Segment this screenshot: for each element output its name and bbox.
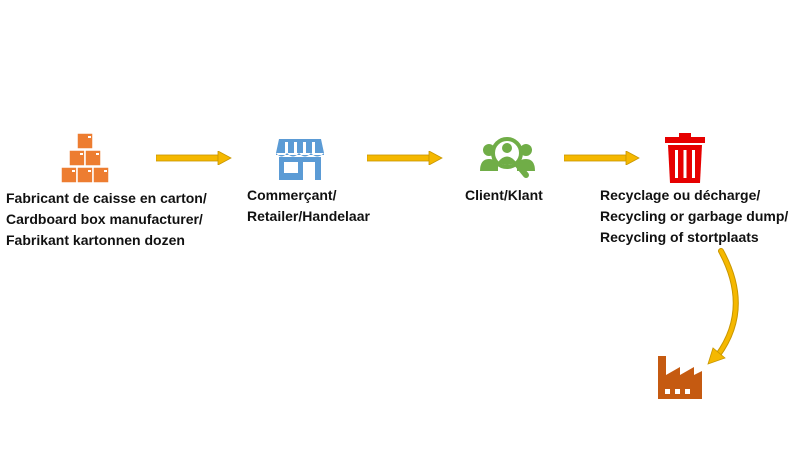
node-label-line: Recyclage ou décharge/ (600, 187, 761, 203)
flow-arrow (564, 151, 640, 165)
node-label-line: Retailer/Handelaar (247, 208, 370, 224)
client-search-icon (480, 135, 535, 181)
store-icon (275, 137, 325, 181)
node-label-line: Client/Klant (465, 187, 543, 203)
flow-arrow (156, 151, 232, 165)
curved-flow-arrow (707, 248, 739, 365)
factory-icon (655, 353, 705, 400)
node-label-line: Cardboard box manufacturer/ (6, 211, 203, 227)
node-label-line: Recycling or garbage dump/ (600, 208, 789, 224)
node-label-manufacturer: Fabricant de caisse en carton/ Cardboard… (6, 188, 207, 251)
flow-arrow (367, 151, 443, 165)
node-label-line: Fabrikant kartonnen dozen (6, 232, 185, 248)
node-label-recycling: Recyclage ou décharge/ Recycling or garb… (600, 185, 788, 248)
node-label-retailer: Commerçant/ Retailer/Handelaar (247, 185, 370, 227)
trash-bin-icon (663, 133, 707, 183)
node-label-line: Fabricant de caisse en carton/ (6, 190, 207, 206)
node-label-client: Client/Klant (465, 185, 543, 206)
boxes-icon (60, 132, 110, 184)
node-label-line: Commerçant/ (247, 187, 337, 203)
node-label-line: Recycling of stortplaats (600, 229, 759, 245)
